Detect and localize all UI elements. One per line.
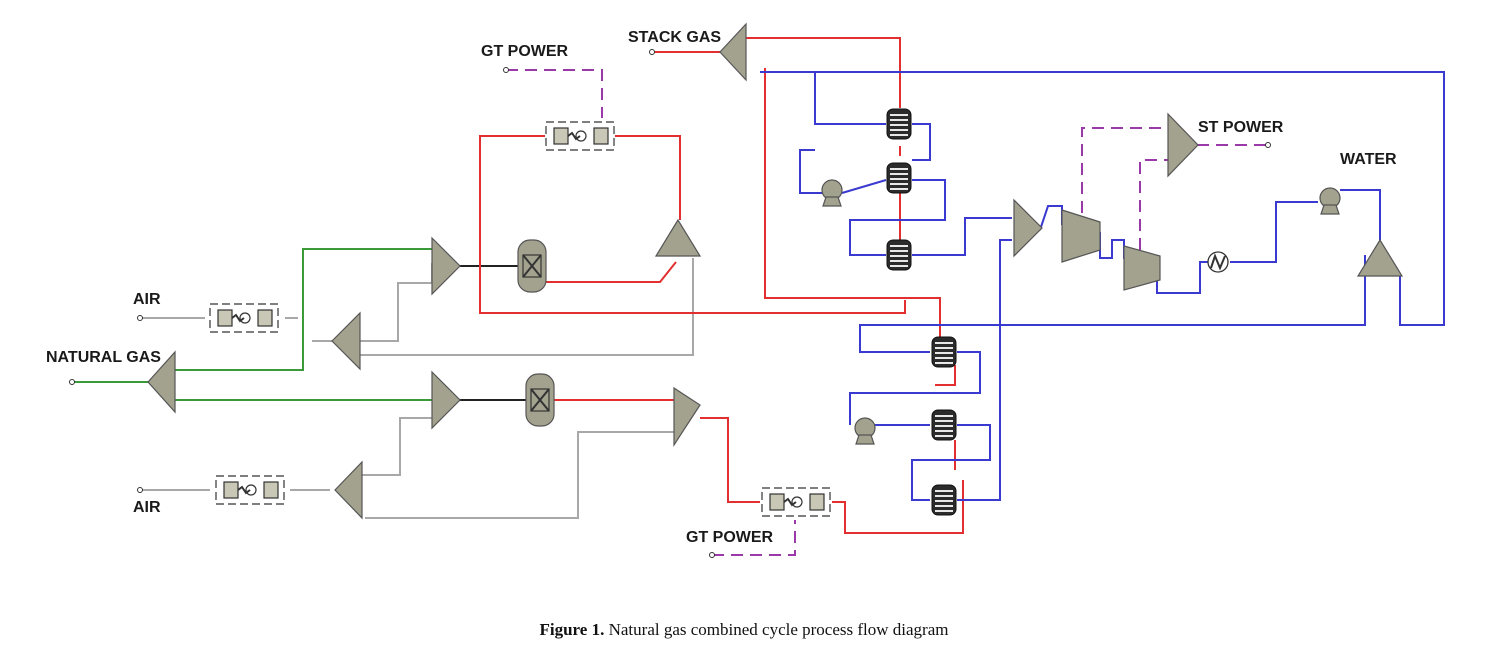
air-mixer-bottom bbox=[334, 460, 363, 520]
stream-endpoint bbox=[69, 379, 75, 385]
stream-endpoint bbox=[137, 487, 143, 493]
power-lines bbox=[506, 69, 1268, 556]
water-splitter bbox=[1356, 238, 1404, 277]
hrsg-exchanger-4 bbox=[931, 336, 957, 368]
caption-figure-number: Figure 1. bbox=[539, 620, 605, 639]
label-gt-power-top: GT POWER bbox=[481, 43, 569, 60]
stream-endpoint bbox=[1265, 142, 1271, 148]
compressor-unit-bottom bbox=[215, 475, 285, 505]
equipment bbox=[69, 22, 1404, 558]
caption-text: Natural gas combined cycle process flow … bbox=[604, 620, 949, 639]
gt-unit-top bbox=[545, 121, 615, 151]
stream-endpoint bbox=[709, 552, 715, 558]
exhaust-splitter-top bbox=[654, 218, 702, 257]
combustor-top bbox=[517, 239, 547, 293]
hrsg-exchanger-2 bbox=[886, 162, 912, 194]
combustor-feed-lines bbox=[460, 265, 527, 401]
pump-water bbox=[1319, 187, 1341, 215]
compressor-unit-top bbox=[209, 303, 279, 333]
process-flow-diagram: GT POWER STACK GAS ST POWER WATER AIR NA… bbox=[46, 22, 1445, 558]
fuel-lines bbox=[72, 248, 432, 401]
label-water: WATER bbox=[1340, 151, 1397, 168]
fuel-air-mixer-bottom bbox=[431, 370, 461, 430]
air-lines bbox=[140, 258, 694, 519]
steam-turbine-hp bbox=[1061, 209, 1101, 263]
hrsg-exchanger-3 bbox=[886, 239, 912, 271]
label-st-power: ST POWER bbox=[1198, 119, 1284, 136]
hrsg-exchanger-6 bbox=[931, 484, 957, 516]
hrsg-exchanger-1 bbox=[886, 108, 912, 140]
steam-turbine-lp bbox=[1123, 245, 1161, 291]
exhaust-mixer-bottom bbox=[673, 386, 701, 448]
combustor-bottom bbox=[525, 373, 555, 427]
stream-endpoint bbox=[503, 67, 509, 73]
pump-lower bbox=[854, 417, 876, 445]
stream-labels: GT POWER STACK GAS ST POWER WATER AIR NA… bbox=[46, 29, 1397, 546]
stream-endpoint bbox=[649, 49, 655, 55]
pump-upper bbox=[821, 179, 843, 207]
stack-gas-splitter bbox=[719, 22, 747, 82]
natural-gas-splitter bbox=[147, 350, 176, 414]
steam-mixer bbox=[1013, 198, 1043, 258]
stream-endpoint bbox=[137, 315, 143, 321]
gt-unit-bottom bbox=[761, 487, 831, 517]
st-power-mixer bbox=[1167, 112, 1199, 178]
fuel-air-mixer-top bbox=[431, 236, 461, 296]
air-mixer-top bbox=[331, 311, 361, 371]
water-steam-lines bbox=[760, 71, 1445, 501]
label-gt-power-bottom: GT POWER bbox=[686, 529, 774, 546]
hot-gas-lines bbox=[479, 37, 964, 534]
label-air-bottom: AIR bbox=[133, 499, 161, 516]
label-natural-gas: NATURAL GAS bbox=[46, 349, 161, 366]
hrsg-exchanger-5 bbox=[931, 409, 957, 441]
figure-caption: Figure 1. Natural gas combined cycle pro… bbox=[0, 620, 1488, 640]
label-air-top: AIR bbox=[133, 291, 161, 308]
label-stack-gas: STACK GAS bbox=[628, 29, 721, 46]
